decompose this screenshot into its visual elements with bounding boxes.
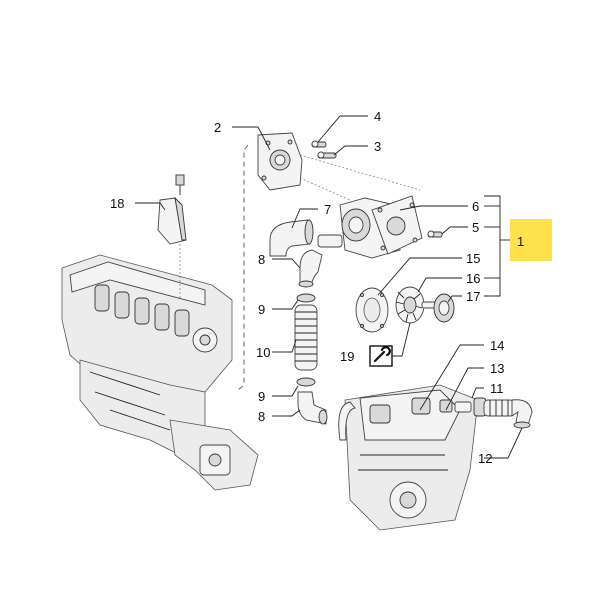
callout-11: 11 xyxy=(490,381,504,396)
gasket-15 xyxy=(355,287,389,333)
gearbox-assembly xyxy=(338,384,479,531)
corrugated-hose-10 xyxy=(294,304,318,371)
hose-7 xyxy=(269,219,314,257)
assembly-dashed-line xyxy=(237,144,249,391)
elbow-8-upper xyxy=(298,249,323,288)
callout-13: 13 xyxy=(490,361,504,376)
callout-1: 1 xyxy=(517,234,524,249)
callout-12: 12 xyxy=(478,451,492,466)
bolt-4 xyxy=(311,140,327,148)
clamp-9-lower xyxy=(296,377,316,387)
raw-water-pump-body xyxy=(317,195,423,259)
callout-7: 7 xyxy=(324,202,331,217)
callout-19: 19 xyxy=(340,349,354,364)
callout-2: 2 xyxy=(214,120,221,135)
callout-labels: 2 4 3 18 7 6 5 1 15 16 17 8 9 10 19 9 8 … xyxy=(110,109,524,466)
callout-6: 6 xyxy=(472,199,479,214)
callout-18: 18 xyxy=(110,196,124,211)
hose-12 xyxy=(511,399,533,429)
callout-8-lower: 8 xyxy=(258,409,265,424)
callout-10: 10 xyxy=(256,345,270,360)
callout-15: 15 xyxy=(466,251,480,266)
screw-5 xyxy=(427,230,443,238)
bolt-3 xyxy=(317,151,337,159)
callout-14: 14 xyxy=(490,338,504,353)
engine-block xyxy=(61,254,259,491)
leader-lines xyxy=(135,115,523,459)
elbow-8-lower xyxy=(297,391,328,425)
highlight-box xyxy=(510,219,552,261)
hose-11 xyxy=(473,397,515,417)
callout-9-lower: 9 xyxy=(258,389,265,404)
wrench-icon xyxy=(369,345,393,367)
callout-16: 16 xyxy=(466,271,480,286)
callout-17: 17 xyxy=(466,289,480,304)
callout-5: 5 xyxy=(472,220,479,235)
callout-9-upper: 9 xyxy=(258,302,265,317)
callout-4: 4 xyxy=(374,109,381,124)
callout-8-upper: 8 xyxy=(258,252,265,267)
mounting-plate-2 xyxy=(257,132,303,191)
callout-3: 3 xyxy=(374,139,381,154)
impeller-16 xyxy=(395,286,437,324)
clamp-9-upper xyxy=(296,293,316,303)
